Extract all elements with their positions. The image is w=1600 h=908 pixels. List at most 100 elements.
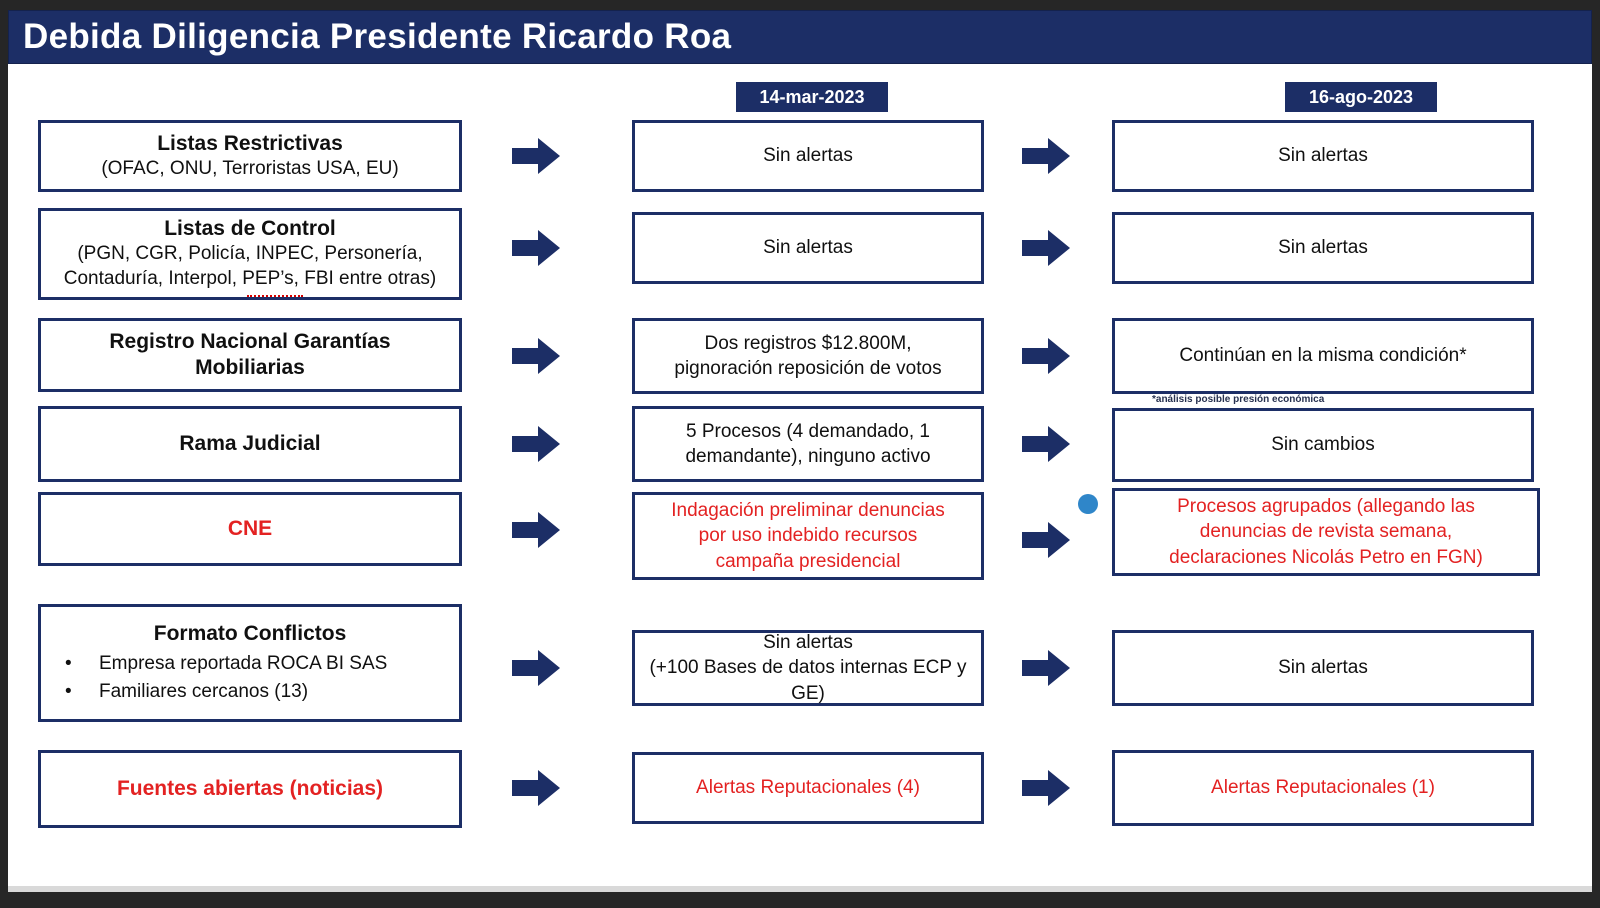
arrow-head bbox=[538, 770, 560, 806]
arrow-right-icon bbox=[512, 512, 560, 548]
date-badge-followup-label: 16-ago-2023 bbox=[1308, 86, 1414, 107]
bullet-item: Familiares cercanos (13) bbox=[49, 678, 451, 706]
status-text: Sin alertas bbox=[1278, 145, 1368, 167]
category-box-fuentes-abiertas: Fuentes abiertas (noticias) bbox=[38, 750, 462, 828]
arrow-head bbox=[538, 426, 560, 462]
category-box-listas-restrictivas: Listas Restrictivas (OFAC, ONU, Terroris… bbox=[38, 120, 462, 192]
category-title: Fuentes abiertas (noticias) bbox=[116, 776, 384, 800]
arrow-head bbox=[538, 338, 560, 374]
status-text: Continúan en la misma condición* bbox=[1179, 345, 1467, 367]
date-badge-initial: 14-mar-2023 bbox=[736, 82, 888, 112]
arrow-right-icon bbox=[1022, 426, 1070, 462]
frame-edge bbox=[0, 886, 1600, 892]
status-box-cne-followup: Procesos agrupados (allegando las denunc… bbox=[1112, 488, 1540, 576]
status-text: Sin alertas bbox=[763, 145, 853, 167]
highlight-dot-icon bbox=[1078, 494, 1098, 514]
date-badge-initial-label: 14-mar-2023 bbox=[759, 86, 865, 107]
arrow-head bbox=[1048, 650, 1070, 686]
arrow-shaft bbox=[512, 780, 538, 796]
frame-edge bbox=[0, 892, 1600, 908]
arrow-head bbox=[1048, 230, 1070, 266]
bullet-item: Empresa reportada ROCA BI SAS bbox=[49, 650, 451, 678]
arrow-right-icon bbox=[1022, 138, 1070, 174]
spellcheck-underline-icon bbox=[247, 295, 303, 297]
status-text: Sin alertas bbox=[1278, 657, 1368, 679]
arrow-head bbox=[538, 138, 560, 174]
category-box-registro-nacional: Registro Nacional Garantías Mobiliarias bbox=[38, 318, 462, 392]
status-box-listas-restrictivas-followup: Sin alertas bbox=[1112, 120, 1534, 192]
status-box-registro-nacional-followup: Continúan en la misma condición* bbox=[1112, 318, 1534, 394]
arrow-right-icon bbox=[1022, 522, 1070, 558]
arrow-shaft bbox=[1022, 436, 1048, 452]
category-title: CNE bbox=[227, 516, 273, 540]
status-box-rama-judicial-initial: 5 Procesos (4 demandado, 1 demandante), … bbox=[632, 406, 984, 482]
status-box-registro-nacional-initial: Dos registros $12.800M, pignoración repo… bbox=[632, 318, 984, 394]
arrow-right-icon bbox=[512, 426, 560, 462]
arrow-right-icon bbox=[1022, 230, 1070, 266]
status-text: Procesos agrupados (allegando las denunc… bbox=[1169, 496, 1483, 568]
category-box-listas-de-control: Listas de Control (PGN, CGR, Policía, IN… bbox=[38, 208, 462, 300]
date-badge-followup: 16-ago-2023 bbox=[1285, 82, 1437, 112]
arrow-shaft bbox=[1022, 660, 1048, 676]
status-box-fuentes-abiertas-followup: Alertas Reputacionales (1) bbox=[1112, 750, 1534, 826]
arrow-head bbox=[1048, 426, 1070, 462]
status-text: Alertas Reputacionales (4) bbox=[696, 777, 920, 799]
status-text: Sin cambios bbox=[1271, 434, 1375, 456]
arrow-shaft bbox=[512, 436, 538, 452]
status-box-formato-conflictos-followup: Sin alertas bbox=[1112, 630, 1534, 706]
status-box-fuentes-abiertas-initial: Alertas Reputacionales (4) bbox=[632, 752, 984, 824]
title-bar: Debida Diligencia Presidente Ricardo Roa bbox=[8, 10, 1592, 64]
category-title: Listas de Control bbox=[164, 217, 336, 241]
arrow-head bbox=[1048, 522, 1070, 558]
status-text-line1: Sin alertas bbox=[763, 632, 853, 654]
page-title: Debida Diligencia Presidente Ricardo Roa bbox=[23, 17, 732, 56]
arrow-shaft bbox=[512, 660, 538, 676]
arrow-right-icon bbox=[512, 138, 560, 174]
category-subtitle: (OFAC, ONU, Terroristas USA, EU) bbox=[101, 157, 399, 179]
category-title: Registro Nacional Garantías Mobiliarias bbox=[109, 329, 391, 379]
arrow-right-icon bbox=[512, 770, 560, 806]
arrow-head bbox=[538, 650, 560, 686]
arrow-shaft bbox=[1022, 780, 1048, 796]
status-box-listas-restrictivas-initial: Sin alertas bbox=[632, 120, 984, 192]
arrow-shaft bbox=[512, 522, 538, 538]
arrow-right-icon bbox=[512, 650, 560, 686]
arrow-right-icon bbox=[512, 230, 560, 266]
status-text: Alertas Reputacionales (1) bbox=[1211, 777, 1435, 799]
category-title: Listas Restrictivas bbox=[157, 131, 343, 155]
frame-edge bbox=[1592, 0, 1600, 908]
arrow-shaft bbox=[1022, 348, 1048, 364]
arrow-right-icon bbox=[512, 338, 560, 374]
category-box-rama-judicial: Rama Judicial bbox=[38, 406, 462, 482]
status-text: Indagación preliminar denuncias por uso … bbox=[671, 500, 945, 572]
arrow-right-icon bbox=[1022, 770, 1070, 806]
status-text: Dos registros $12.800M, pignoración repo… bbox=[674, 332, 942, 379]
arrow-head bbox=[1048, 338, 1070, 374]
frame-edge bbox=[0, 0, 1600, 10]
status-text-line2: (+100 Bases de datos internas ECP y GE) bbox=[649, 657, 967, 704]
arrow-right-icon bbox=[1022, 650, 1070, 686]
arrow-head bbox=[538, 512, 560, 548]
status-text: Sin alertas bbox=[763, 237, 853, 259]
status-box-cne-initial: Indagación preliminar denuncias por uso … bbox=[632, 492, 984, 580]
footnote-note: *análisis posible presión económica bbox=[1152, 394, 1325, 405]
frame-edge bbox=[0, 0, 8, 908]
status-box-formato-conflictos-initial: Sin alertas (+100 Bases de datos interna… bbox=[632, 630, 984, 706]
arrow-shaft bbox=[512, 148, 538, 164]
category-title: Rama Judicial bbox=[179, 431, 321, 455]
arrow-shaft bbox=[512, 348, 538, 364]
arrow-shaft bbox=[1022, 240, 1048, 256]
arrow-head bbox=[1048, 770, 1070, 806]
category-box-cne: CNE bbox=[38, 492, 462, 566]
status-box-rama-judicial-followup: Sin cambios bbox=[1112, 408, 1534, 482]
status-text: 5 Procesos (4 demandado, 1 demandante), … bbox=[685, 420, 931, 467]
status-box-listas-de-control-initial: Sin alertas bbox=[632, 212, 984, 284]
arrow-head bbox=[538, 230, 560, 266]
arrow-shaft bbox=[1022, 532, 1048, 548]
category-box-formato-conflictos: Formato Conflictos Empresa reportada ROC… bbox=[38, 604, 462, 722]
arrow-head bbox=[1048, 138, 1070, 174]
status-text: Sin alertas bbox=[1278, 237, 1368, 259]
arrow-shaft bbox=[512, 240, 538, 256]
category-bullet-list: Empresa reportada ROCA BI SAS Familiares… bbox=[49, 650, 451, 705]
